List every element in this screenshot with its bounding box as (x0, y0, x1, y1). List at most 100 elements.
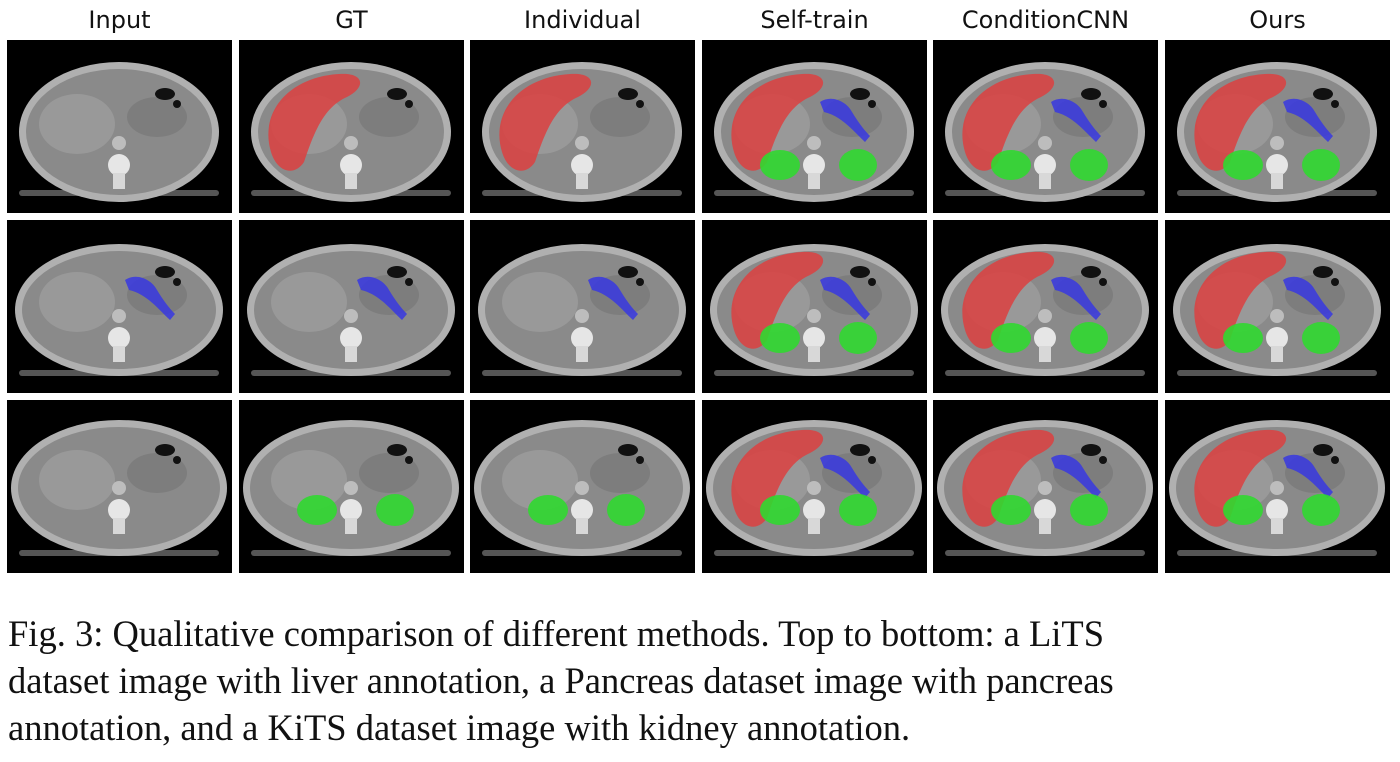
spinous-process (1271, 518, 1283, 534)
kidney-left-segmentation (1223, 323, 1263, 353)
ct-panel-lits-self-train (702, 40, 927, 213)
spinous-process (113, 518, 125, 534)
ct-panel-pancreas-ours (1165, 220, 1390, 393)
aorta (344, 309, 358, 323)
kidney-left-segmentation (760, 150, 800, 180)
organ-tissue (271, 272, 347, 332)
ct-panel-lits-gt (239, 40, 464, 213)
kidney-right-segmentation (1070, 322, 1108, 354)
spinous-process (1039, 518, 1051, 534)
organ-tissue (590, 97, 650, 137)
vertebra (803, 154, 825, 176)
bowel-gas (868, 100, 876, 108)
column-header-conditioncnn: ConditionCNN (961, 6, 1130, 34)
bowel-gas (868, 456, 876, 464)
kidney-right-segmentation (1302, 149, 1340, 181)
bowel-gas (405, 278, 413, 286)
aorta (1038, 136, 1052, 150)
kidney-left-segmentation (760, 323, 800, 353)
aorta (575, 481, 589, 495)
column-header-gt: GT (335, 6, 368, 34)
bowel-gas (1099, 100, 1107, 108)
bowel-gas (636, 100, 644, 108)
bowel-gas (1331, 278, 1339, 286)
bowel-gas (618, 88, 638, 100)
ct-scan-image (933, 400, 1158, 573)
bowel-gas (868, 278, 876, 286)
organ-tissue (127, 453, 187, 493)
vertebra (571, 499, 593, 521)
ct-panel-kits-self-train (702, 400, 927, 573)
aorta (112, 481, 126, 495)
bowel-gas (1313, 88, 1333, 100)
aorta (112, 136, 126, 150)
kidney-right-segmentation (1302, 322, 1340, 354)
ct-scan-image (7, 400, 232, 573)
vertebra (803, 499, 825, 521)
bowel-gas (1081, 88, 1101, 100)
bowel-gas (1081, 444, 1101, 456)
ct-scan-image (470, 40, 695, 213)
ct-scan-image (239, 220, 464, 393)
organ-tissue (39, 450, 115, 510)
organ-tissue (590, 453, 650, 493)
caption-line-2: dataset image with liver annotation, a P… (8, 660, 1114, 701)
vertebra (1034, 154, 1056, 176)
aorta (575, 136, 589, 150)
vertebra (1266, 499, 1288, 521)
column-header-ours: Ours (1249, 6, 1306, 34)
ct-scan-image (702, 400, 927, 573)
ct-scan-image (7, 40, 232, 213)
ct-scan-image (239, 400, 464, 573)
aorta (807, 309, 821, 323)
kidney-left-segmentation (991, 323, 1031, 353)
kidney-right-segmentation (839, 494, 877, 526)
bowel-gas (1099, 456, 1107, 464)
pancreas-segmentation (357, 276, 407, 320)
liver-segmentation (499, 73, 592, 171)
bowel-gas (155, 266, 175, 278)
vertebra (1034, 327, 1056, 349)
ct-panel-pancreas-conditioncnn (933, 220, 1158, 393)
vertebra (340, 499, 362, 521)
vertebra (340, 154, 362, 176)
pancreas-segmentation (1051, 454, 1101, 498)
ct-panel-lits-ours (1165, 40, 1390, 213)
ct-panel-kits-conditioncnn (933, 400, 1158, 573)
kidney-left-segmentation (528, 495, 568, 525)
liver-segmentation (1194, 429, 1287, 527)
kidney-right-segmentation (1302, 494, 1340, 526)
organ-tissue (359, 453, 419, 493)
ct-scan-image (1165, 40, 1390, 213)
pancreas-segmentation (1283, 454, 1333, 498)
organ-tissue (502, 450, 578, 510)
liver-segmentation (731, 73, 824, 171)
kidney-left-segmentation (1223, 150, 1263, 180)
vertebra (1034, 499, 1056, 521)
ct-panel-lits-conditioncnn (933, 40, 1158, 213)
aorta (1270, 481, 1284, 495)
vertebra (340, 327, 362, 349)
ct-scan-image (1165, 400, 1390, 573)
liver-segmentation (268, 73, 361, 171)
organ-tissue (39, 94, 115, 154)
bowel-gas (155, 88, 175, 100)
liver-segmentation (731, 251, 824, 349)
kidney-right-segmentation (839, 322, 877, 354)
bowel-gas (387, 88, 407, 100)
aorta (344, 481, 358, 495)
bowel-gas (173, 278, 181, 286)
bowel-gas (173, 100, 181, 108)
ct-scan-image (470, 400, 695, 573)
kidney-right-segmentation (839, 149, 877, 181)
bowel-gas (850, 88, 870, 100)
aorta (1038, 481, 1052, 495)
organ-tissue (127, 97, 187, 137)
bowel-gas (1081, 266, 1101, 278)
kidney-right-segmentation (1070, 149, 1108, 181)
spinous-process (808, 518, 820, 534)
liver-segmentation (1194, 251, 1287, 349)
bowel-gas (405, 100, 413, 108)
organ-tissue (502, 272, 578, 332)
ct-panel-pancreas-self-train (702, 220, 927, 393)
